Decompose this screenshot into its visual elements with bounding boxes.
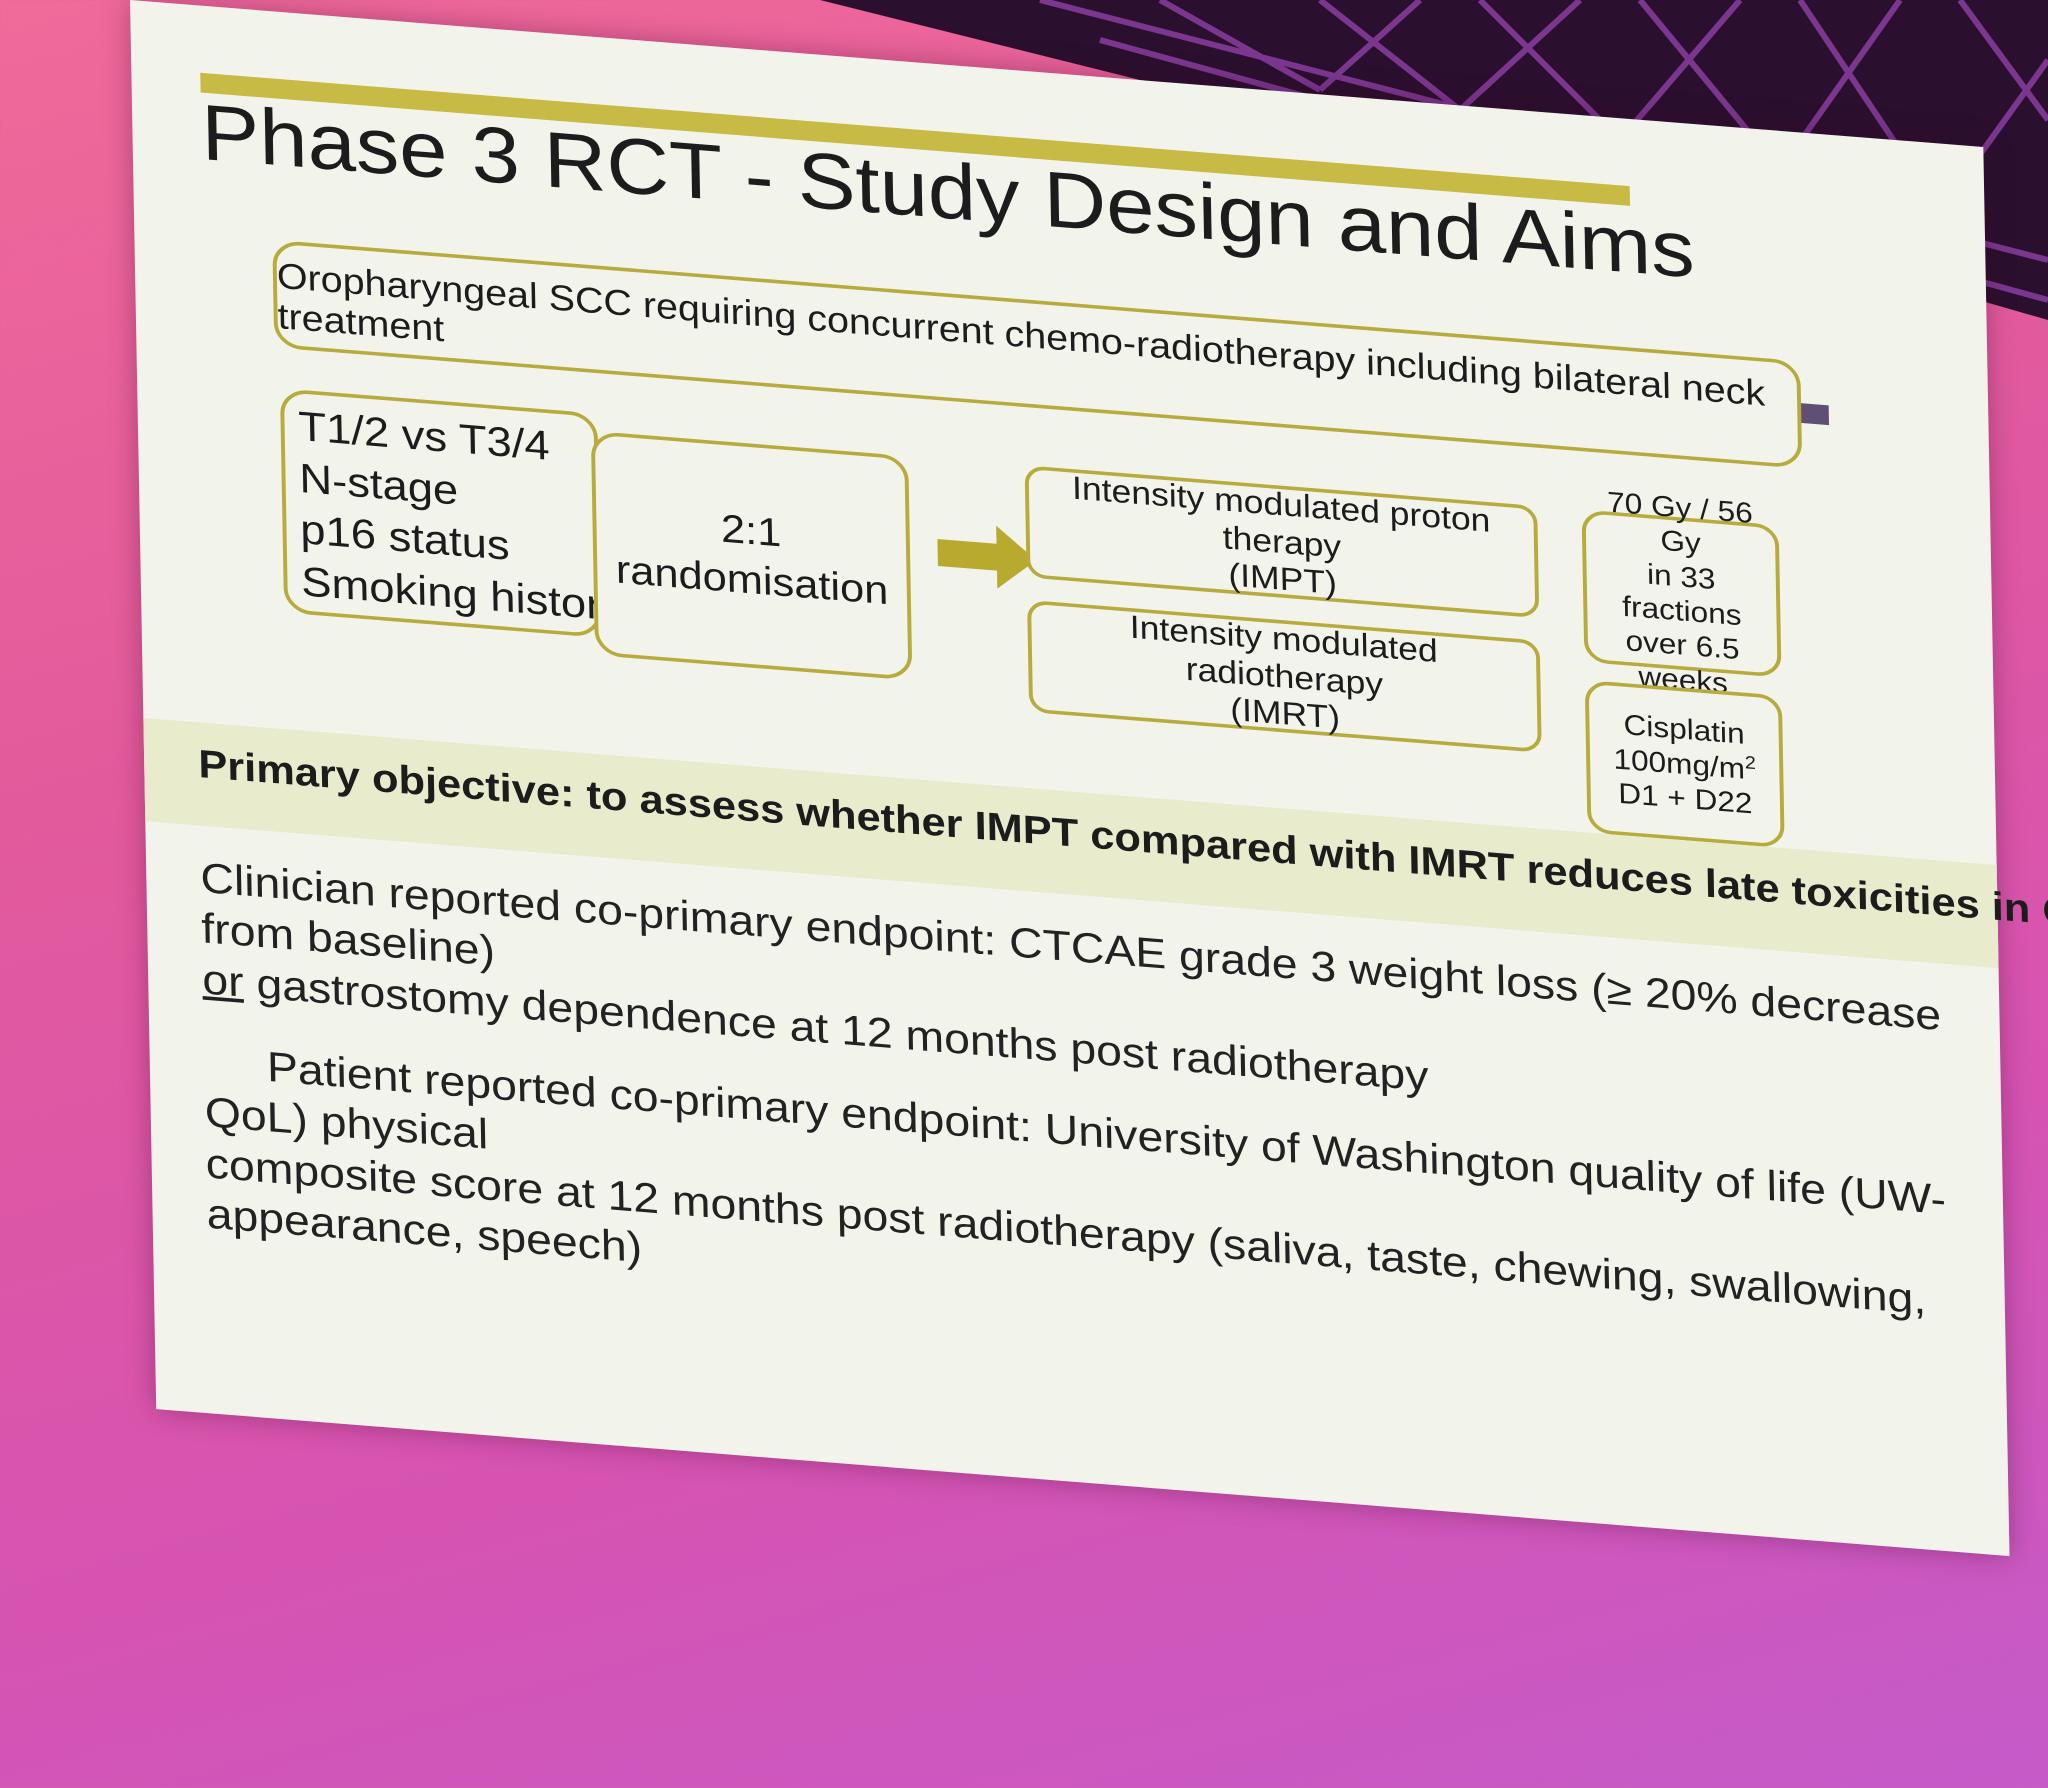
arm-impt-box: Intensity modulated proton therapy (IMPT… xyxy=(1024,465,1540,619)
arm-abbr: (IMRT) xyxy=(1229,690,1341,737)
arm-abbr: (IMPT) xyxy=(1228,555,1338,602)
arrow-right-icon xyxy=(937,525,1037,589)
randomisation-label: randomisation xyxy=(615,547,889,614)
dose-box: 70 Gy / 56 Gy in 33 fractions over 6.5 w… xyxy=(1581,485,1782,699)
presentation-slide: Phase 3 RCT - Study Design and Aims Orop… xyxy=(130,0,2048,1557)
stratification-box: T1/2 vs T3/4 N-stage p16 status Smoking … xyxy=(279,388,624,638)
chemo-box: Cisplatin 100mg/m2 D1 + D22 xyxy=(1584,679,1785,849)
randomisation-ratio: 2:1 xyxy=(720,506,782,556)
chemo-dose-superscript: 2 xyxy=(1744,752,1757,774)
randomisation-box: 2:1 randomisation xyxy=(590,430,913,681)
clinician-endpoint-or: or xyxy=(201,954,244,1006)
arm-imrt-box: Intensity modulated radiotherapy (IMRT) xyxy=(1027,599,1542,753)
